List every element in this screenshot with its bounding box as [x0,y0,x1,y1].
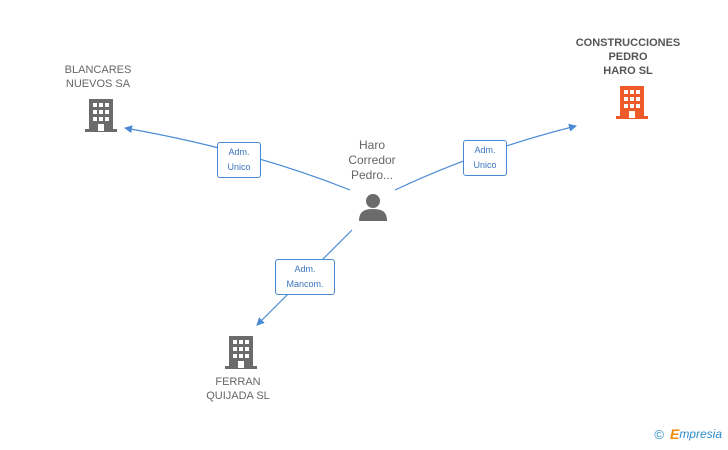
node-label-person[interactable]: Haro Corredor Pedro... [332,138,412,183]
building-icon[interactable] [225,334,257,370]
edge-label-construcciones-line2: Unico [473,160,497,170]
construcciones-line2: PEDRO [608,51,648,63]
node-label-blancares[interactable]: BLANCARES NUEVOS SA [48,63,148,91]
edge-label-construcciones[interactable]: Adm. Unico [463,140,507,176]
edge-label-blancares-line2: Unico [227,162,251,172]
person-line3: Pedro... [350,168,394,182]
edge-label-ferran-line2: Mancom. [286,279,324,289]
blancares-line1: BLANCARES [64,64,132,76]
building-icon[interactable] [85,97,117,133]
edge-label-blancares[interactable]: Adm. Unico [217,142,261,178]
node-label-ferran[interactable]: FERRAN QUIJADA SL [188,375,288,403]
node-label-construcciones[interactable]: CONSTRUCCIONES PEDRO HARO SL [558,36,698,78]
construcciones-line3: HARO SL [603,65,653,77]
edge-label-blancares-line1: Adm. [228,147,250,157]
construcciones-line1: CONSTRUCCIONES [575,37,681,49]
person-line1: Haro [358,138,385,152]
ferran-line2: QUIJADA SL [206,390,270,402]
person-icon[interactable] [358,193,388,221]
ferran-line1: FERRAN [215,376,261,388]
brand-logo-e: E [669,426,680,442]
edge-label-ferran[interactable]: Adm. Mancom. [275,259,335,295]
copyright-symbol: © [654,426,664,442]
blancares-line2: NUEVOS SA [65,78,131,90]
person-line2: Corredor [348,153,396,167]
edge-label-ferran-line1: Adm. [294,264,316,274]
building-icon-main[interactable] [616,84,648,120]
edge-label-construcciones-line1: Adm. [474,145,496,155]
brand-name: mpresia [679,427,722,441]
